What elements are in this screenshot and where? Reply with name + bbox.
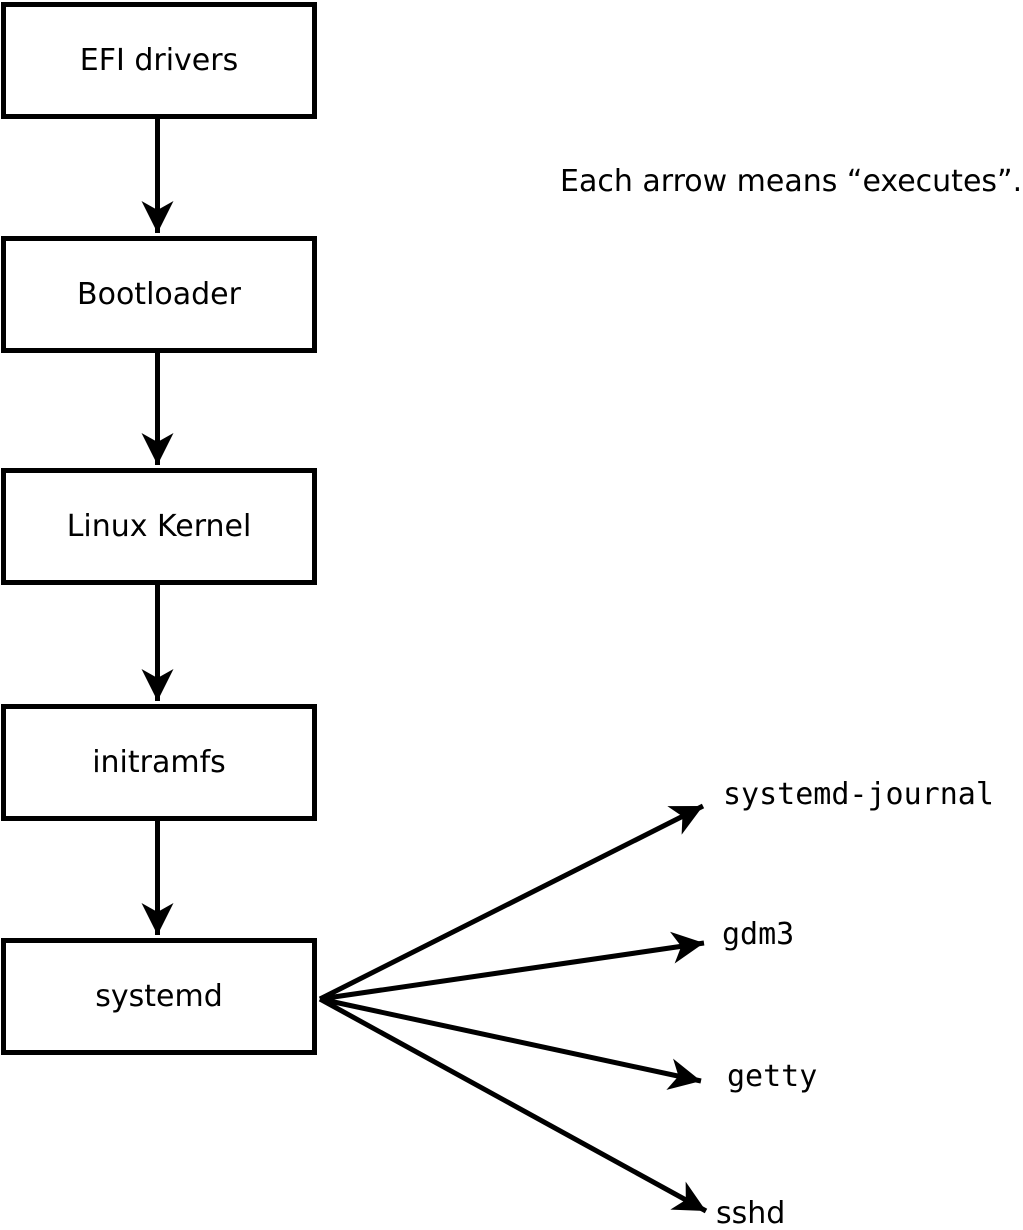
node-label: Bootloader — [77, 277, 241, 312]
node-label: initramfs — [92, 745, 226, 780]
node-label: EFI drivers — [79, 43, 239, 78]
node-initramfs: initramfs — [1, 704, 317, 821]
arrow-systemd-to-sshd — [318, 996, 708, 1214]
arrow-systemd-to-journal — [318, 803, 705, 1002]
node-label: systemd — [95, 979, 223, 1014]
child-label-gdm3: gdm3 — [722, 917, 795, 952]
child-label-sshd: sshd — [716, 1196, 786, 1230]
node-systemd: systemd — [1, 938, 317, 1055]
child-label-systemd-journal: systemd-journal — [723, 777, 994, 812]
node-bootloader: Bootloader — [1, 236, 317, 353]
child-label-getty: getty — [727, 1059, 818, 1094]
arrow-systemd-to-gdm3 — [319, 931, 705, 1002]
node-label: Linux Kernel — [66, 509, 252, 544]
arrow-legend-note: Each arrow means “executes”. — [560, 164, 1023, 199]
arrow-systemd-to-getty — [319, 996, 702, 1090]
node-efi-drivers: EFI drivers — [1, 2, 317, 119]
node-linux-kernel: Linux Kernel — [1, 468, 317, 585]
